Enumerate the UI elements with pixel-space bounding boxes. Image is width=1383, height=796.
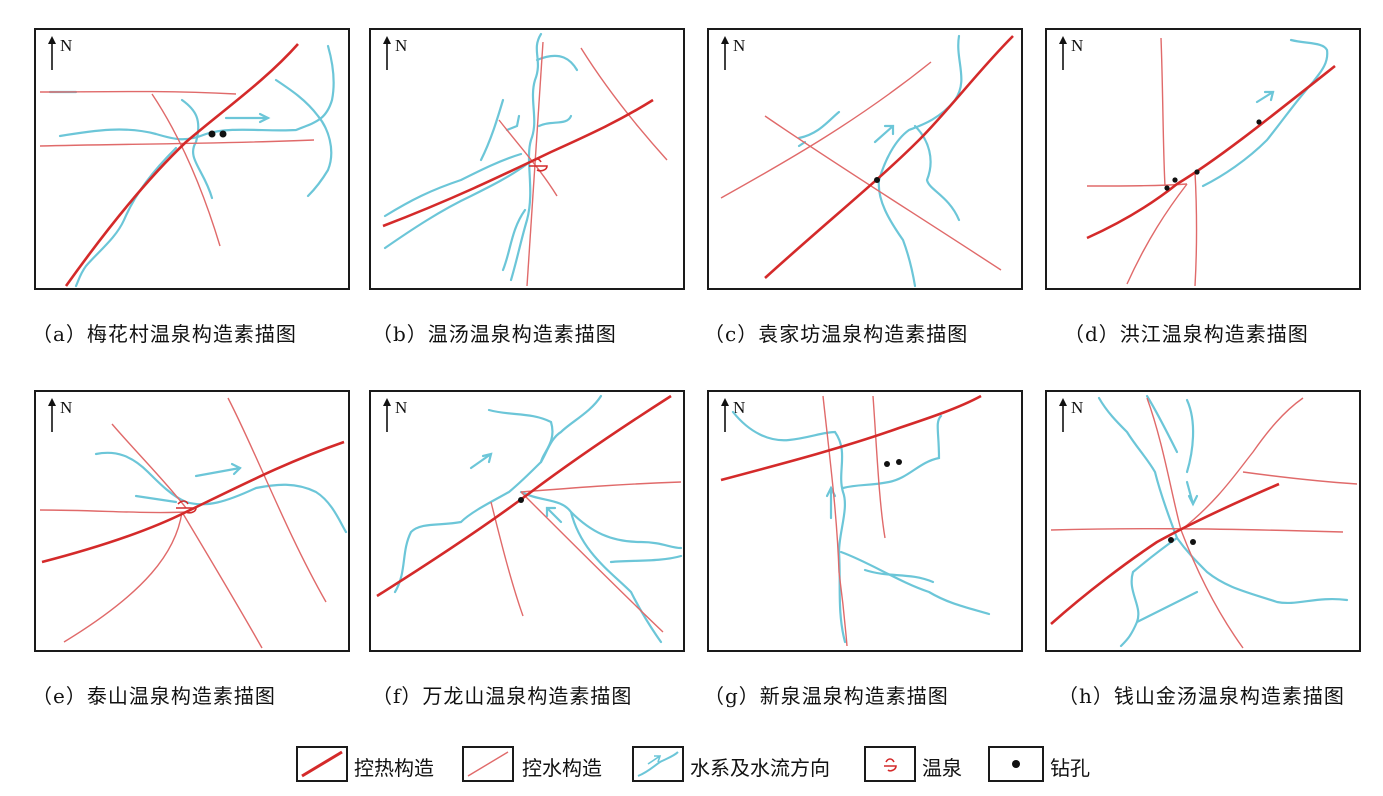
north-arrow: N (719, 36, 749, 72)
north-label: N (395, 398, 408, 417)
heat-structures (1050, 482, 1280, 625)
water-structures (1086, 37, 1198, 287)
north-label: N (1071, 398, 1084, 417)
water-structures (720, 61, 1002, 271)
north-arrow: N (46, 398, 76, 434)
legend-water-structure-swatch (462, 746, 514, 782)
panel-f-wanlongshan: N (369, 390, 685, 652)
panel-e-taishan: N (34, 390, 350, 652)
north-arrow: N (719, 398, 749, 434)
panel-g-xinquan: N (707, 390, 1023, 652)
legend: 控热构造 控水构造 水系及水流方向 温泉 钻孔 (0, 746, 1383, 786)
caption-g: （g）新泉温泉构造素描图 (704, 684, 949, 708)
legend-river-swatch (632, 746, 684, 782)
boreholes (874, 177, 880, 183)
north-arrow: N (381, 36, 411, 72)
north-label: N (60, 36, 73, 55)
sketch-map-f (376, 394, 683, 644)
caption-h: （h）钱山金汤温泉构造素描图 (1058, 684, 1345, 708)
water-structures (822, 395, 886, 647)
sketch-map-e (39, 397, 348, 649)
heat-structures (764, 35, 1014, 279)
panel-d-hongjiang: N (1045, 28, 1361, 290)
sketch-map-d (1086, 37, 1336, 287)
north-label: N (733, 398, 746, 417)
legend-river-label: 水系及水流方向 (690, 756, 830, 780)
hot-spring-symbol (529, 158, 548, 172)
caption-c: （c）袁家坊温泉构造素描图 (704, 322, 969, 346)
boreholes (1164, 119, 1262, 191)
water-structures (490, 481, 682, 633)
water-structures (39, 90, 315, 247)
sketch-map-h (1050, 394, 1358, 649)
rivers (393, 394, 683, 644)
heat-structures (64, 43, 299, 287)
caption-d: （d）洪江温泉构造素描图 (1064, 322, 1309, 346)
sketch-map-c (720, 34, 1014, 288)
panel-h-qianshan-jintang: N (1045, 390, 1361, 652)
heat-structures (376, 394, 672, 598)
water-structures (1050, 397, 1358, 649)
rivers (1201, 38, 1329, 188)
rivers (94, 451, 348, 534)
borehole-dot-icon (1012, 760, 1020, 768)
caption-b: （b）温汤温泉构造素描图 (372, 322, 617, 346)
rivers (1097, 394, 1349, 648)
boreholes (518, 497, 524, 503)
water-structures (498, 41, 668, 287)
sketch-map-g (720, 394, 991, 647)
north-label: N (395, 36, 408, 55)
panel-a-meihuacun: N (34, 28, 350, 290)
boreholes (1168, 537, 1196, 545)
hot-spring-symbol (176, 500, 197, 514)
north-arrow: N (381, 398, 411, 434)
legend-hot-spring-swatch (864, 746, 916, 782)
heat-structures (382, 98, 654, 228)
legend-borehole-label: 钻孔 (1050, 756, 1090, 780)
north-label: N (1071, 36, 1084, 55)
panel-c-yuanjiafang: N (707, 28, 1023, 290)
north-label: N (733, 36, 746, 55)
heat-structures (720, 394, 982, 482)
caption-f: （f）万龙山温泉构造素描图 (372, 684, 633, 708)
legend-borehole-swatch (988, 746, 1044, 782)
north-arrow: N (1057, 36, 1087, 72)
river-flow-icon (637, 751, 679, 777)
sketch-map-b (382, 32, 668, 287)
caption-e: （e）泰山温泉构造素描图 (32, 684, 276, 708)
heat-structures (41, 440, 345, 564)
legend-heat-structure-swatch (296, 746, 348, 782)
panel-b-wentang: N (369, 28, 685, 290)
north-arrow: N (46, 36, 76, 72)
sketch-map-a (39, 43, 335, 288)
boreholes (884, 459, 902, 467)
north-label: N (60, 398, 73, 417)
rivers (48, 44, 335, 288)
caption-a: （a）梅花村温泉构造素描图 (32, 322, 297, 346)
heat-structures (1086, 64, 1336, 240)
rivers (383, 32, 579, 282)
water-structures (39, 397, 327, 649)
north-arrow: N (1057, 398, 1087, 434)
legend-hot-spring-label: 温泉 (922, 756, 962, 780)
legend-water-structure-label: 控水构造 (522, 756, 602, 780)
rivers (731, 410, 991, 644)
boreholes (208, 130, 227, 138)
hot-spring-icon (884, 758, 897, 772)
rivers (797, 34, 963, 288)
legend-heat-structure-label: 控热构造 (354, 756, 434, 780)
